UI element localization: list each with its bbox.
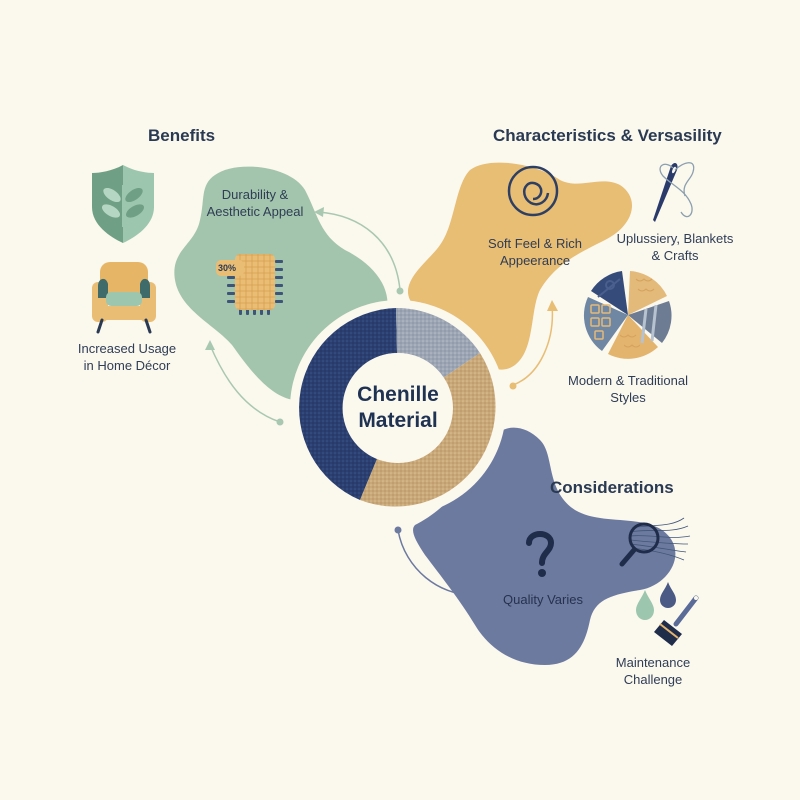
characteristics-connector xyxy=(512,304,554,386)
spiral-icon xyxy=(507,165,559,217)
center-title: Chenille Material xyxy=(338,382,458,434)
considerations-heading: Considerations xyxy=(550,478,674,497)
durability-label-line1: Durability & xyxy=(221,187,289,202)
upholstery-label-line1: Uplussiery, Blankets xyxy=(616,231,734,246)
considerations-connector xyxy=(397,529,473,596)
benefits-connectors xyxy=(209,211,401,423)
upholstery-label-line2: & Crafts xyxy=(651,248,699,263)
characteristics-blob xyxy=(407,162,632,370)
durability-label: Durability & Aesthetic Appeal xyxy=(190,186,320,220)
durability-label-line2: Aesthetic Appeal xyxy=(206,204,304,219)
characteristics-heading: Characteristics & Versasility xyxy=(493,126,722,145)
percent-badge-bg xyxy=(216,260,244,276)
home-decor-label-line2: in Home Décor xyxy=(83,358,171,373)
styles-label-line1: Modern & Traditional xyxy=(568,373,688,388)
maintenance-label: Maintenance Challenge xyxy=(598,654,708,688)
soft-feel-label-line2: Appeerance xyxy=(499,253,571,268)
maintenance-label-line1: Maintenance xyxy=(615,655,691,670)
question-mark-icon xyxy=(526,531,555,577)
home-decor-label: Increased Usage in Home Décor xyxy=(62,340,192,374)
magnifier-fibers-icon xyxy=(619,517,691,567)
home-decor-label-line1: Increased Usage xyxy=(77,341,177,356)
styles-label: Modern & Traditional Styles xyxy=(553,372,703,406)
armchair-icon xyxy=(92,262,156,334)
benefits-heading: Benefits xyxy=(148,126,216,145)
needle-thread-icon xyxy=(653,162,695,222)
upholstery-label: Uplussiery, Blankets & Crafts xyxy=(600,230,750,264)
soft-feel-label-line1: Soft Feel & Rich xyxy=(488,236,582,251)
percent-badge: 30% xyxy=(218,263,237,273)
soft-feel-label: Soft Feel & Rich Appeerance xyxy=(470,235,600,269)
quality-varies-label: Quality Varies xyxy=(503,592,583,607)
center-title-line1: Chenille xyxy=(357,383,439,406)
chenille-ring xyxy=(299,307,496,507)
droplets-brush-icon xyxy=(636,582,699,646)
considerations-blob xyxy=(413,427,676,665)
maintenance-label-line2: Challenge xyxy=(623,672,683,687)
center-title-line2: Material xyxy=(358,409,438,432)
styles-label-line2: Styles xyxy=(610,390,646,405)
shield-leaf-icon xyxy=(92,165,154,243)
pattern-pie-icon xyxy=(583,271,672,359)
